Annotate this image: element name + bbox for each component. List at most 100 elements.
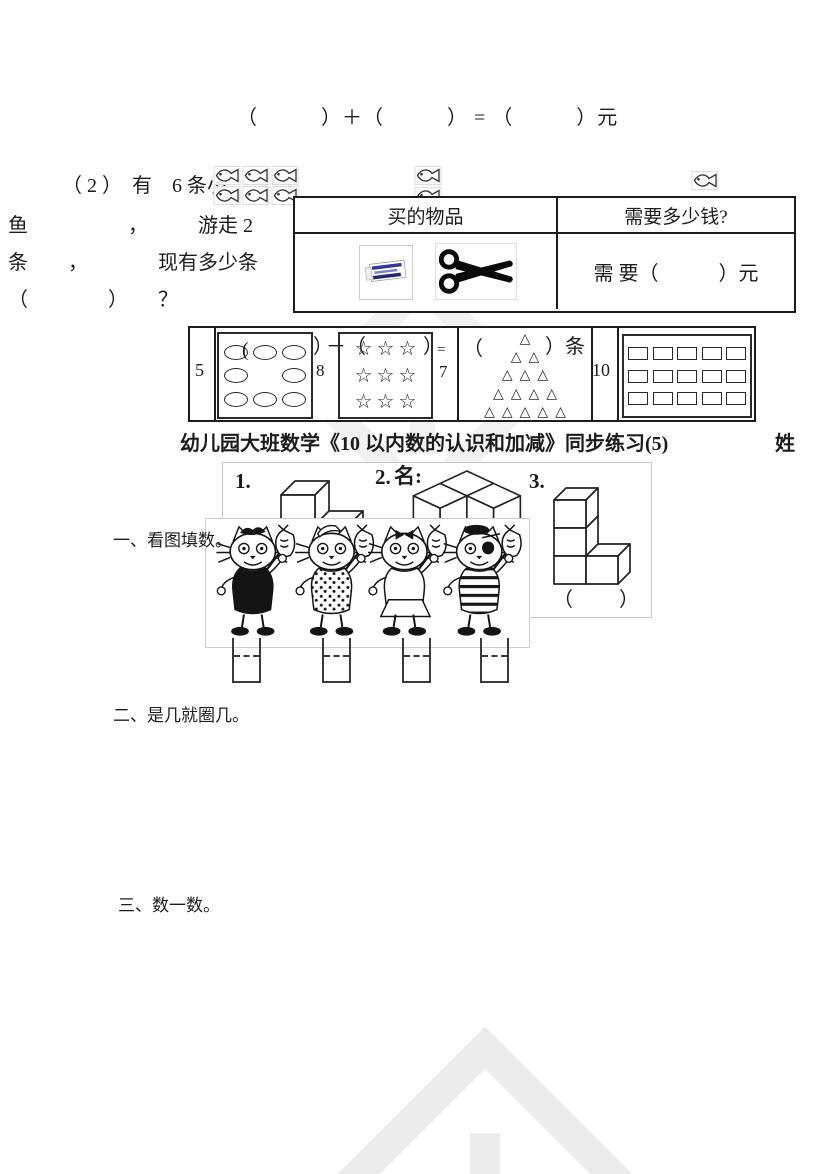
cube-item2-label: 2. xyxy=(375,465,391,489)
overlay-open-paren: ( xyxy=(242,339,249,361)
section2-label: 二、是几就圈几。 xyxy=(113,706,249,725)
rect-shape xyxy=(628,391,648,405)
rect-shape xyxy=(701,369,722,383)
worksheet-title: 幼儿园大班数学《10 以内数的认识和加减》同步练习(5) xyxy=(180,433,669,455)
stars-box: ☆☆☆☆☆☆☆☆☆ xyxy=(338,332,433,419)
answer-box-dashed-line xyxy=(234,655,259,657)
rect-row xyxy=(624,369,750,383)
price-answer: 需 要（ ）元 xyxy=(593,263,759,285)
rect-row xyxy=(624,391,750,405)
price-table-header-items: 买的物品 xyxy=(295,198,558,232)
oval-shape xyxy=(282,368,306,383)
star-row: ☆☆☆ xyxy=(354,338,421,361)
overlay-minus-open: －（ xyxy=(326,336,366,358)
given-name-label: 名: xyxy=(394,464,422,488)
fish-icon xyxy=(213,186,241,205)
problem2-line4: （ ） ？ xyxy=(8,289,178,311)
cat-icon xyxy=(442,524,522,636)
fish-icon xyxy=(213,166,241,185)
triangle-row: △△△△△ xyxy=(484,404,573,420)
answer-box-dashed-line xyxy=(324,655,349,657)
triangles-pyramid: △△△△△△△△△△△△△△△ xyxy=(459,329,591,423)
rect-shape xyxy=(628,347,648,361)
strip-divider xyxy=(457,328,459,420)
star-row: ☆☆☆ xyxy=(354,364,421,387)
oval-shape xyxy=(224,368,248,383)
price-table-header-price: 需要多少钱? xyxy=(624,206,728,228)
overlay-equals: = xyxy=(437,342,446,358)
problem2-line3: 条 ， 现有多少条 xyxy=(8,252,258,274)
cube-item1-label: 1. xyxy=(235,469,251,493)
triangle-row: △△ xyxy=(510,350,547,366)
oval-shape xyxy=(224,391,248,407)
fish-row xyxy=(213,186,299,205)
section3-label: 三、数一数。 xyxy=(118,896,220,915)
cube-item3-answer-blank: （ ） xyxy=(553,589,641,611)
fish-icon xyxy=(271,186,299,205)
strip-divider xyxy=(591,328,593,420)
fish-row xyxy=(213,166,299,185)
problem2-line1: （ 2 ） 有 6 条小 xyxy=(62,175,227,197)
oval-row xyxy=(219,368,311,383)
rect-shape xyxy=(652,391,673,405)
rect-shape xyxy=(628,369,648,383)
fish-icon xyxy=(271,166,299,185)
oval-shape xyxy=(253,344,277,360)
surname-label: 姓 xyxy=(775,433,795,455)
scissors-icon xyxy=(435,243,517,300)
oval-shape xyxy=(282,391,306,407)
cat-icon xyxy=(367,524,447,636)
fish-single xyxy=(691,171,719,190)
oval-shape xyxy=(282,344,306,360)
overlay-open-paren3: （ xyxy=(463,338,483,360)
oval-row xyxy=(219,344,311,360)
cats-image xyxy=(216,524,522,636)
answer-box xyxy=(322,638,351,683)
rect-shape xyxy=(652,369,673,383)
cat-icon xyxy=(216,524,296,636)
overlay-close-paren2: ） xyxy=(423,336,443,358)
rect-shape xyxy=(677,369,697,383)
price-table: 买的物品 需要多少钱? xyxy=(293,196,796,313)
overlay-close-tiao: ）条 xyxy=(545,336,585,358)
triangle-row: △△△ xyxy=(501,368,556,384)
triangle-row: △ xyxy=(519,332,538,348)
oval-row xyxy=(219,391,311,407)
answer-box xyxy=(480,638,509,683)
rect-shape xyxy=(677,347,697,361)
fish-group xyxy=(213,166,299,205)
rect-shape xyxy=(726,347,746,361)
strip-divider xyxy=(617,328,619,420)
price-table-items-cell xyxy=(295,234,558,309)
strip-number-8: 8 xyxy=(316,361,325,380)
cube-figure-3 xyxy=(553,487,631,585)
answer-box xyxy=(402,638,431,683)
rect-shape xyxy=(701,391,722,405)
rect-shape xyxy=(726,391,746,405)
oval-shape xyxy=(253,391,277,407)
strip-number-5: 5 xyxy=(195,360,204,380)
triangle-row: △△△△ xyxy=(492,386,565,402)
rect-shape xyxy=(726,369,746,383)
cube-item3-label: 3. xyxy=(529,469,545,493)
rect-shape xyxy=(677,391,697,405)
strip-divider xyxy=(214,328,216,420)
fish-icon xyxy=(414,166,442,185)
oval-shape xyxy=(224,344,248,360)
price-table-body-row: 需 要（ ）元 xyxy=(295,234,794,309)
answer-box xyxy=(232,638,261,683)
rect-row xyxy=(624,347,750,361)
shapes-strip: 5 ( ） 8 －（ ☆☆☆☆☆☆☆☆☆ ） = 7 （ △△△△△△△△△△△… xyxy=(188,326,756,422)
overlay-close-paren: ） xyxy=(313,336,333,358)
rect-shape xyxy=(652,347,673,361)
ovals-box xyxy=(217,332,313,419)
fish-icon xyxy=(691,171,719,190)
price-table-header-row: 买的物品 需要多少钱? xyxy=(295,198,794,234)
scissors-image xyxy=(438,249,513,294)
fish-icon xyxy=(242,186,270,205)
rectangles-box xyxy=(622,334,752,418)
strip-number-10: 10 xyxy=(592,360,610,380)
fish-icon xyxy=(242,166,270,185)
answer-box-dashed-line xyxy=(482,655,507,657)
